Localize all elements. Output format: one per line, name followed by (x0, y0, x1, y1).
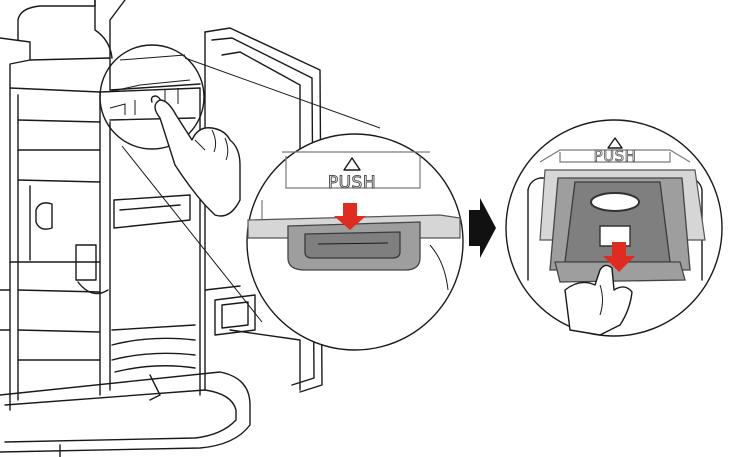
up-arrow-icon (343, 157, 361, 171)
vacuum-body (0, 0, 251, 457)
open-lid (204, 27, 323, 393)
red-down-arrow-icon-right (603, 242, 635, 272)
zoom-connector-lines (121, 57, 381, 323)
up-arrow-icon-right (607, 137, 623, 149)
zoom-circle-left (246, 133, 464, 351)
hand-pressing-icon (154, 99, 241, 217)
zoom-circle-right (505, 119, 723, 337)
push-label-right: PUSH (594, 147, 637, 165)
push-label-left: PUSH (328, 173, 376, 193)
next-step-arrow-icon (469, 198, 496, 258)
red-down-arrow-icon (334, 203, 366, 230)
magnifier-small (99, 44, 205, 150)
